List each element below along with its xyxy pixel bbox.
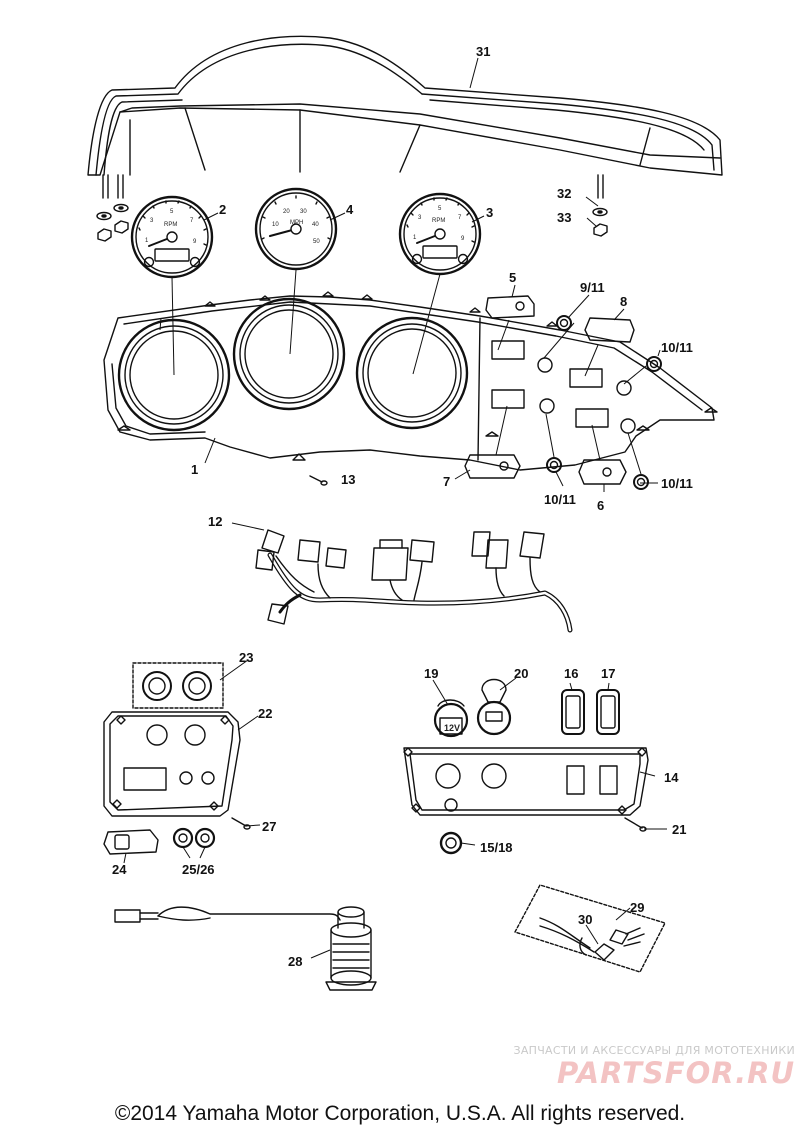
- switch-5: [485, 295, 535, 319]
- speedo-tick-40: 40: [312, 222, 319, 228]
- callout-19: 19: [424, 666, 438, 681]
- rocker-17: [596, 689, 620, 735]
- usb-outlet-20: [476, 678, 512, 736]
- ignition-harness-29: [514, 884, 666, 973]
- tach-left-unit: RPM: [164, 222, 177, 228]
- callout-32: 32: [557, 186, 571, 201]
- callout-14: 14: [664, 770, 679, 785]
- accessory-outlet-19: [433, 699, 469, 738]
- dash-cover-hood: [87, 35, 723, 199]
- callout-33: 33: [557, 210, 571, 225]
- callout-31: 31: [476, 44, 490, 59]
- callout-6: 6: [597, 498, 604, 513]
- callout-25-26: 25/26: [182, 862, 215, 877]
- tach-right-tick-5: 5: [438, 206, 442, 212]
- switch-7: [464, 454, 521, 479]
- tach-left-tick-5: 5: [170, 209, 174, 215]
- washer-nut-32-33: [592, 207, 608, 237]
- lanyard-switch-28: [114, 906, 377, 991]
- wire-harness: [255, 529, 573, 633]
- callout-10-11-a: 10/11: [661, 340, 693, 355]
- tach-right-tick-3: 3: [418, 215, 422, 221]
- callout-8: 8: [620, 294, 627, 309]
- callout-7: 7: [443, 474, 450, 489]
- screw-21: [624, 817, 647, 832]
- copyright-notice: ©2014 Yamaha Motor Corporation, U.S.A. A…: [114, 1102, 686, 1125]
- tach-right-tick-1: 1: [413, 235, 417, 241]
- callout-17: 17: [601, 666, 615, 681]
- callout-10-11-c: 10/11: [661, 476, 693, 491]
- callout-28: 28: [288, 954, 302, 969]
- callout-27: 27: [262, 819, 276, 834]
- bezel-15-18: [439, 831, 463, 855]
- callout-23: 23: [239, 650, 253, 665]
- screw-13: [309, 475, 328, 486]
- callout-21: 21: [672, 822, 686, 837]
- callout-5: 5: [509, 270, 516, 285]
- watermark-tagline: ЗАПЧАСТИ И АКСЕССУАРЫ ДЛЯ МОТОТЕХНИКИ: [513, 1044, 795, 1057]
- speedo-tick-50: 50: [313, 239, 320, 245]
- callout-15-18: 15/18: [480, 840, 513, 855]
- speedo-tick-30: 30: [300, 209, 307, 215]
- tach-right-tick-9: 9: [461, 236, 465, 242]
- washers-nuts-left: [96, 203, 129, 242]
- callout-3: 3: [486, 205, 493, 220]
- rocker-inserts-23: [132, 662, 224, 709]
- tach-left-tick-9: 9: [193, 239, 197, 245]
- callout-24: 24: [112, 862, 127, 877]
- callout-30: 30: [578, 912, 592, 927]
- aux-panel-14: [403, 747, 649, 816]
- speedo-tick-10: 10: [272, 222, 279, 228]
- bezels-25-26: [172, 827, 216, 849]
- watermark-logo: PARTSFOR.RU: [557, 1056, 795, 1090]
- screw-27: [231, 817, 251, 830]
- callout-22: 22: [258, 706, 272, 721]
- callout-9-11: 9/11: [580, 280, 605, 295]
- tach-left-tick-7: 7: [190, 218, 194, 224]
- aux-panel-22: [103, 711, 241, 817]
- callout-12: 12: [208, 514, 222, 529]
- switch-6: [578, 459, 627, 485]
- callout-16: 16: [564, 666, 578, 681]
- tach-left-tick-1: 1: [145, 238, 149, 244]
- speedometer: [254, 187, 338, 271]
- callout-2: 2: [219, 202, 226, 217]
- switch-8: [584, 317, 635, 343]
- outlet-12v-label: 12V: [444, 723, 460, 733]
- main-dash-panel: [103, 291, 718, 471]
- rocker-16: [561, 689, 585, 735]
- callout-13: 13: [341, 472, 355, 487]
- callout-20: 20: [514, 666, 528, 681]
- tach-left-tick-3: 3: [150, 218, 154, 224]
- callout-4: 4: [346, 202, 354, 217]
- tach-right-tick-7: 7: [458, 215, 462, 221]
- callout-1: 1: [191, 462, 198, 477]
- callout-29: 29: [630, 900, 644, 915]
- rocker-24: [103, 829, 159, 855]
- speedo-unit: MPH: [290, 220, 303, 226]
- plugs: [546, 315, 662, 490]
- tachometer-right: [398, 192, 482, 276]
- speedo-tick-20: 20: [283, 209, 290, 215]
- callout-10-11-b: 10/11: [544, 492, 576, 507]
- tach-right-unit: RPM: [432, 218, 445, 224]
